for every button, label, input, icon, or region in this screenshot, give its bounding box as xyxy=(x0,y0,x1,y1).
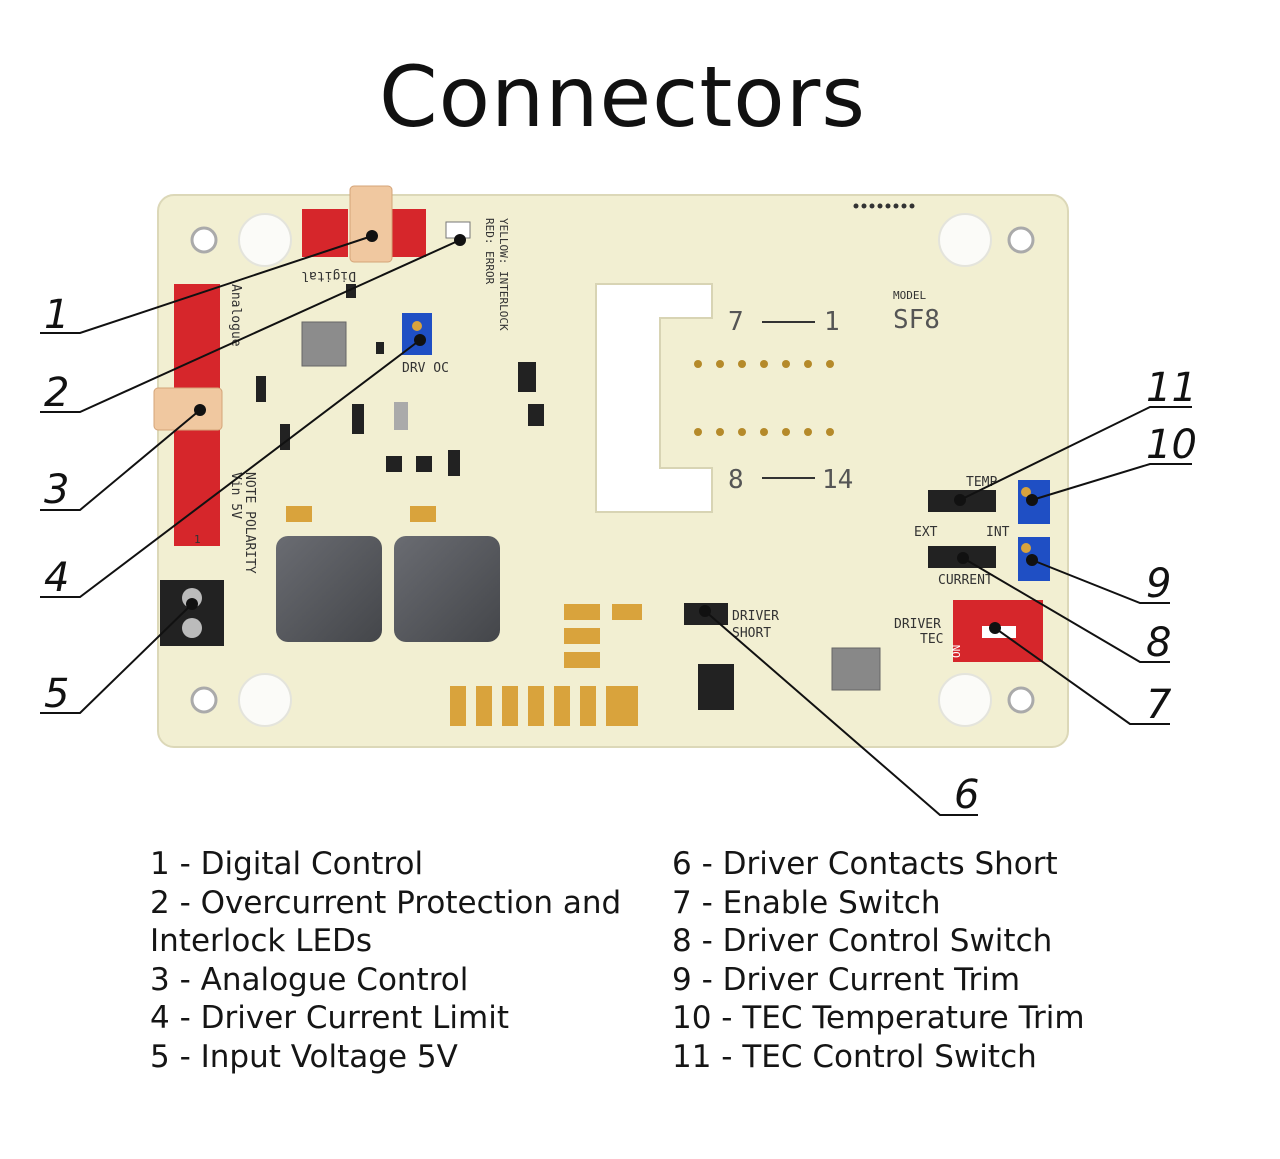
callout-1: 1 xyxy=(44,292,69,338)
red-error-label: RED: ERROR xyxy=(483,218,496,285)
model-label: SF8 xyxy=(893,305,940,335)
note-polarity-label: NOTE POLARITY xyxy=(242,472,257,574)
callout-4: 4 xyxy=(44,555,69,601)
legend-left: 1 - Digital Control 2 - Overcurrent Prot… xyxy=(150,845,621,1076)
callout-3: 3 xyxy=(44,467,69,513)
model-small-label: MODEL xyxy=(893,289,926,302)
temp-label: TEMP xyxy=(966,475,997,490)
legend-item: 4 - Driver Current Limit xyxy=(150,1000,509,1036)
driver-short-label-2: SHORT xyxy=(732,626,771,641)
status-leds: YELLOW: INTERLOCK RED: ERROR xyxy=(445,218,510,331)
diagram-title: Connectors xyxy=(378,48,866,146)
driver-tec-label-2: TEC xyxy=(920,632,943,647)
inductors xyxy=(276,506,500,642)
legend-item: 3 - Analogue Control xyxy=(150,961,469,998)
dot-row xyxy=(853,203,915,209)
legend-item: 5 - Input Voltage 5V xyxy=(150,1038,458,1075)
callout-7: 7 xyxy=(1146,682,1172,728)
vin-label: Vin 5V xyxy=(228,472,243,519)
driver-current-limit-trimmer: DRV OC xyxy=(402,313,449,376)
driver-short-label-1: DRIVER xyxy=(732,609,779,624)
legend-item: 6 - Driver Contacts Short xyxy=(672,846,1058,882)
callout-5: 5 xyxy=(44,671,69,717)
driver-tec-label-1: DRIVER xyxy=(894,617,941,632)
callout-8: 8 xyxy=(1146,620,1171,666)
legend-item: 1 - Digital Control xyxy=(150,846,424,882)
callout-numbers: 1 2 3 4 5 6 7 8 9 10 11 xyxy=(44,292,1197,818)
legend-item: 9 - Driver Current Trim xyxy=(672,961,1021,998)
callout-6: 6 xyxy=(954,772,979,818)
legend-item: 8 - Driver Control Switch xyxy=(672,923,1053,959)
legend-item: 7 - Enable Switch xyxy=(672,884,941,921)
legend-right: 6 - Driver Contacts Short 7 - Enable Swi… xyxy=(672,845,1085,1076)
board-cutout xyxy=(595,283,713,513)
digital-label: Digital xyxy=(301,268,356,283)
current-label: CURRENT xyxy=(938,573,993,588)
analogue-connector: Analogue 1 xyxy=(153,284,243,546)
pin-7-label: 7 xyxy=(728,307,744,337)
input-voltage-connector: NOTE POLARITY Vin 5V xyxy=(160,472,257,646)
callout-11: 11 xyxy=(1146,365,1197,411)
mcu-chip xyxy=(831,647,881,691)
pin-14-label: 14 xyxy=(822,465,853,495)
ext-label: EXT xyxy=(914,525,938,540)
callout-2: 2 xyxy=(44,370,69,416)
drv-oc-label: DRV OC xyxy=(402,361,449,376)
int-label: INT xyxy=(986,525,1010,540)
on-label: ON xyxy=(950,645,963,658)
bottom-pads xyxy=(450,604,642,726)
pin-one-label: 1 xyxy=(194,533,201,546)
analogue-label: Analogue xyxy=(228,284,243,347)
legend-item: 11 - TEC Control Switch xyxy=(672,1038,1037,1075)
leader-dots xyxy=(186,230,1038,634)
mounting-holes xyxy=(190,213,1035,727)
pin-1-label: 1 xyxy=(824,307,840,337)
callout-9: 9 xyxy=(1146,561,1171,607)
pin-8-label: 8 xyxy=(728,465,744,495)
digital-connector: Digital xyxy=(301,185,426,283)
smd-components-left xyxy=(256,284,544,476)
legend-item: Interlock LEDs xyxy=(150,923,373,959)
legend-item: 10 - TEC Temperature Trim xyxy=(672,1000,1085,1036)
leader-lines xyxy=(40,235,1192,816)
yellow-interlock-label: YELLOW: INTERLOCK xyxy=(497,218,510,331)
pin-header-rows xyxy=(694,360,834,436)
legend-item: 2 - Overcurrent Protection and xyxy=(150,884,622,921)
callout-10: 10 xyxy=(1146,422,1197,468)
pin-number-labels: 7 1 8 14 xyxy=(728,307,853,495)
